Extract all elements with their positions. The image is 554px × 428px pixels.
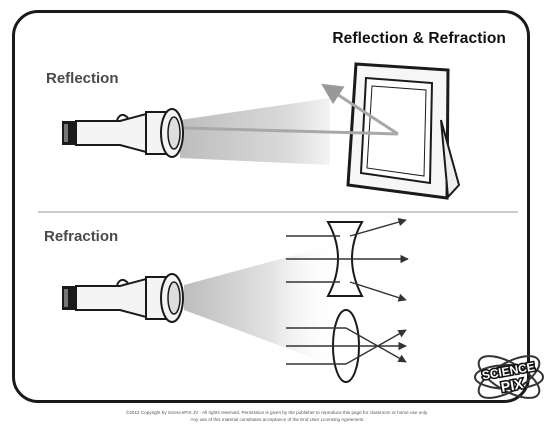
reflection-rays: [183, 83, 399, 136]
flashlight-reflection: [62, 108, 184, 158]
refraction-heading: Refraction: [44, 228, 119, 245]
diverging-rays: [286, 218, 409, 302]
flashlight-refraction: [62, 273, 184, 323]
license-line: Any use of this material constitutes acc…: [190, 417, 364, 422]
converging-rays: [286, 327, 407, 365]
light-beam-reflection: [180, 98, 330, 165]
sciencepix-logo: SCIENCE PIX: [474, 355, 544, 399]
svg-text:PIX: PIX: [500, 375, 526, 395]
light-beam-refraction: [184, 243, 340, 368]
page-title: Reflection & Refraction: [332, 30, 506, 47]
picture-frame: [346, 62, 461, 200]
copyright-line: ©2012 Copyright by SciencePIX.JV - All r…: [125, 410, 429, 415]
reflection-heading: Reflection: [46, 70, 119, 87]
